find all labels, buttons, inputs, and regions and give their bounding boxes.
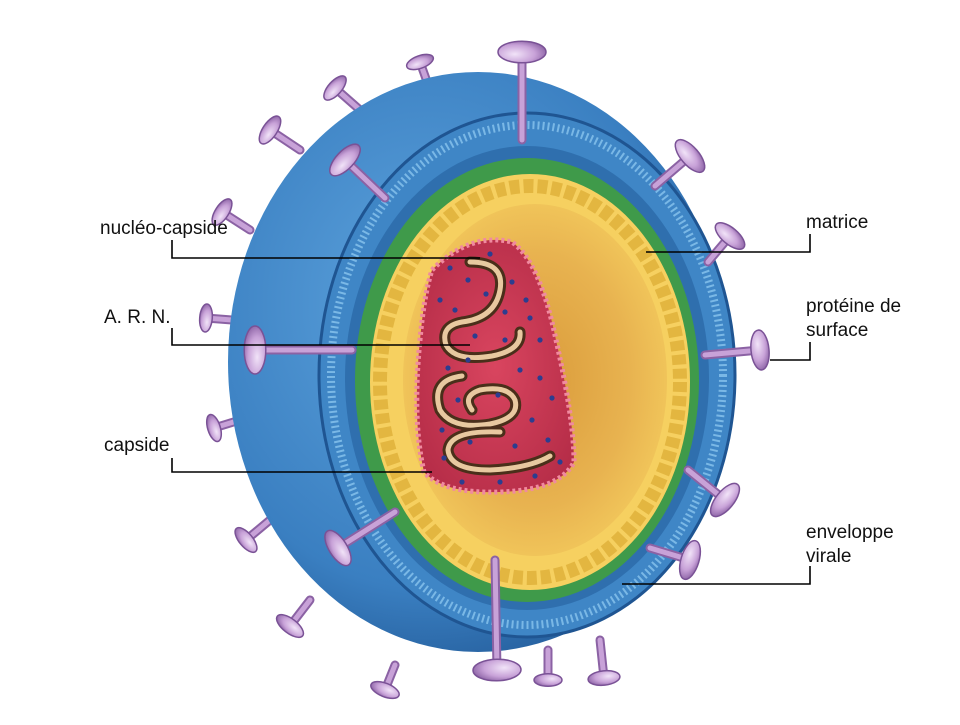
leader-lines [171, 234, 811, 585]
capsid-protein-dot [467, 439, 473, 445]
surface-protein-spike [700, 329, 770, 371]
surface-protein-spike [370, 660, 400, 700]
label-enveloppe-line2: virale [806, 546, 852, 567]
label-nucleocapside: nucléo-capside [100, 218, 228, 239]
surface-protein-spike [497, 40, 547, 145]
surface-protein-spike [683, 465, 741, 518]
capsid-protein-dot [509, 279, 515, 285]
surface-protein-spikes-front [243, 40, 770, 688]
capsid-protein-dot [437, 297, 443, 303]
surface-protein-spike [243, 325, 357, 375]
surface-protein-spike [329, 143, 390, 203]
capsid-core [414, 237, 577, 495]
capsid-protein-dot [465, 277, 471, 283]
envelope-membrane-ring [327, 121, 727, 629]
label-arn: A. R. N. [104, 307, 171, 328]
leader-proteine [770, 342, 811, 361]
capsid-protein-dot [523, 297, 529, 303]
capsid-protein-dot [483, 291, 489, 297]
surface-protein-spike [211, 198, 255, 235]
capsid-protein-dot [527, 315, 533, 321]
capsid-protein-dot [557, 459, 563, 465]
surface-protein-spike [533, 645, 563, 688]
rna-strands [432, 256, 556, 476]
capsid-proteins-dots [437, 251, 563, 485]
capsid-protein-dot [537, 337, 543, 343]
surface-protein-spike [650, 138, 706, 191]
capsid-protein-dot [452, 307, 458, 313]
capsid-protein-dot [529, 417, 535, 423]
label-enveloppe-line1: enveloppe [806, 522, 894, 543]
label-capside: capside [104, 435, 170, 456]
capsid-protein-dot [517, 367, 523, 373]
capsid-protein-dot [549, 395, 555, 401]
leader-enveloppe [622, 566, 811, 585]
capsid-protein-dot [512, 443, 518, 449]
surface-protein-spike [323, 75, 365, 115]
capsid-protein-dot [497, 479, 503, 485]
leader-matrice [646, 234, 811, 253]
label-proteine-line1: protéine de [806, 296, 902, 317]
surface-protein-spike [198, 303, 237, 333]
surface-protein-spike [587, 635, 621, 687]
capsid-protein-dot [502, 309, 508, 315]
surface-protein-spike [258, 115, 305, 155]
capsid-protein-dot [455, 397, 461, 403]
leader-capside [171, 458, 432, 473]
capsid-protein-dot [502, 337, 508, 343]
capsid-protein-dot [459, 479, 465, 485]
matrix-cells-ring [373, 179, 687, 585]
capsid-protein-dot [441, 455, 447, 461]
capsid-protein-dot [545, 437, 551, 443]
capsid-protein-dot [447, 265, 453, 271]
capsid-protein-dot [487, 251, 493, 257]
surface-protein-spike [645, 539, 702, 581]
label-proteine-line2: surface [806, 320, 869, 341]
leader-nucleocapside [171, 240, 480, 259]
capsid-protein-dot [445, 365, 451, 371]
surface-protein-spike [703, 222, 746, 267]
leader-arn [171, 328, 470, 346]
surface-protein-spike [234, 515, 275, 554]
capsid-protein-dot [495, 392, 501, 398]
label-matrice: matrice [806, 212, 869, 233]
surface-protein-spike [472, 555, 522, 682]
surface-protein-spike [275, 595, 315, 639]
capsid-protein-dot [532, 473, 538, 479]
surface-protein-spike [324, 507, 400, 567]
capsid-protein-dot [537, 375, 543, 381]
capsid-protein-dot [439, 427, 445, 433]
capsid-protein-dot [465, 357, 471, 363]
capsid-protein-dot [472, 333, 478, 339]
